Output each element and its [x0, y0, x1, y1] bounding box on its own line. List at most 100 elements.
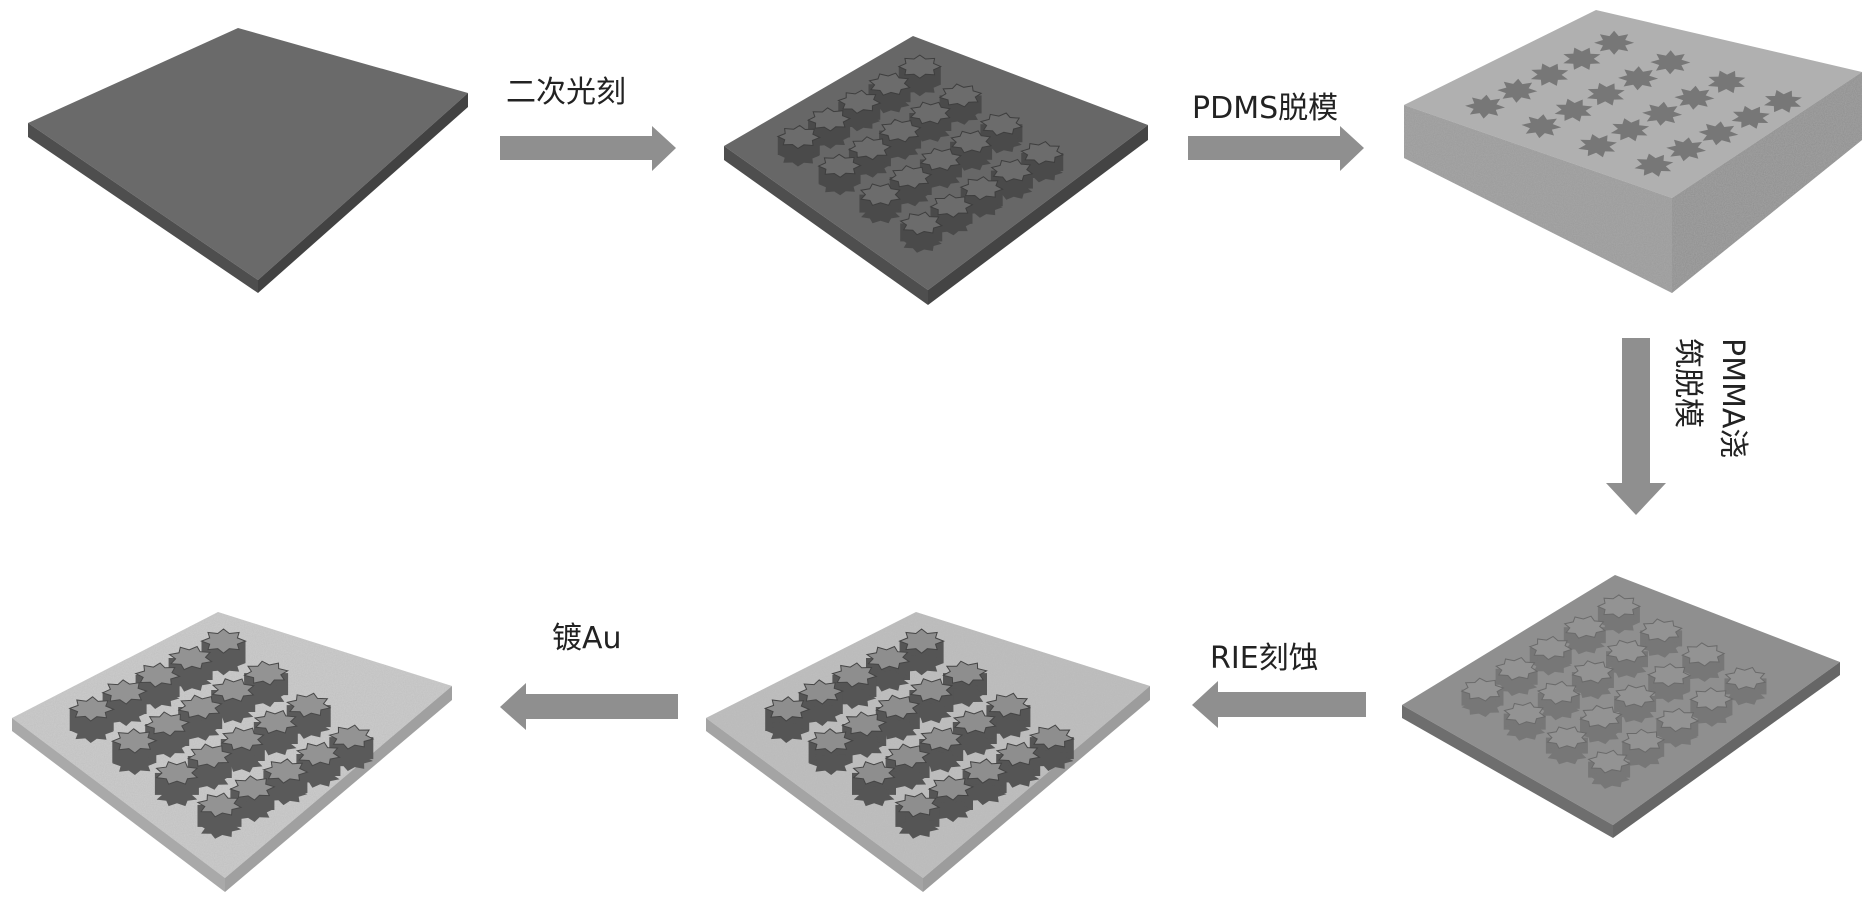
star-hole [1587, 82, 1625, 106]
post-top [229, 775, 276, 801]
post-base [297, 764, 340, 788]
post-base [1529, 652, 1572, 676]
star-hole [1674, 85, 1715, 110]
post-top [177, 694, 223, 720]
post-top [985, 692, 1032, 718]
post-top [979, 112, 1023, 137]
label-rie-etching: RIE刻蚀 [1210, 641, 1319, 676]
post-top [101, 679, 148, 705]
post-top [929, 193, 974, 218]
star-hole [1650, 50, 1691, 75]
post-base [876, 717, 920, 741]
post-top [806, 107, 852, 132]
post-top [1528, 635, 1573, 661]
pmma-replica-illustration [1402, 575, 1840, 838]
post-base [842, 734, 886, 758]
post-top [919, 147, 962, 171]
star-hole [1594, 30, 1635, 55]
star-hole [1497, 78, 1538, 103]
post-base [886, 766, 930, 790]
post-base [145, 734, 189, 758]
label-pdms-demold: PDMS脱模 [1192, 91, 1338, 126]
post-base [188, 766, 232, 790]
post-top [817, 153, 862, 178]
post-top [1681, 642, 1726, 667]
post-top [186, 743, 233, 769]
post-top [285, 692, 332, 718]
star-hole [1666, 137, 1706, 162]
post-base [1461, 694, 1504, 717]
star-hole [1618, 66, 1659, 91]
post-top [1563, 615, 1606, 639]
post-top [1503, 701, 1547, 726]
post-base [178, 717, 222, 741]
star-hole [1698, 121, 1739, 146]
post-top [1646, 663, 1692, 688]
post-top [168, 645, 213, 671]
post-top [888, 165, 933, 189]
post-top [110, 728, 158, 754]
post-base [1030, 747, 1074, 771]
star-hole [1707, 70, 1746, 94]
post-top [1689, 687, 1734, 712]
post-base [329, 747, 373, 771]
post-top [144, 711, 191, 737]
post-base [255, 732, 297, 756]
post-base [1725, 683, 1766, 706]
post-base [112, 750, 157, 775]
post-base [895, 815, 939, 839]
post-base [910, 700, 952, 724]
patterned-mold-illustration [724, 36, 1148, 305]
post-top [898, 628, 945, 654]
post-base [1588, 766, 1630, 789]
post-base [818, 172, 861, 196]
post-top [1606, 639, 1648, 663]
star-hole [1731, 105, 1770, 129]
post-top [859, 183, 901, 206]
post-top [894, 792, 941, 818]
star-hole [1554, 98, 1593, 122]
post-base [1580, 721, 1622, 745]
post-top [1546, 726, 1588, 749]
post-top [868, 72, 911, 96]
post-top [68, 696, 116, 722]
plain-substrate-illustration [28, 28, 468, 293]
arrow-lithography [500, 126, 676, 171]
arrow-pdms-demold [1188, 126, 1364, 171]
post-base [1547, 742, 1587, 765]
post-base [1615, 701, 1655, 723]
post-base [212, 700, 254, 724]
star-hole [1465, 94, 1505, 119]
post-top [328, 724, 375, 750]
post-base [997, 764, 1040, 788]
star-hole [1563, 47, 1601, 70]
post-top [1460, 677, 1505, 702]
star-hole [1578, 134, 1617, 158]
post-base [1622, 745, 1665, 769]
post-top [837, 89, 882, 114]
star-hole [1530, 63, 1569, 86]
post-top [847, 136, 892, 161]
star-hole [1642, 101, 1683, 126]
post-top [865, 645, 911, 671]
post-top [155, 761, 199, 785]
arrow-rie-etching [1192, 681, 1366, 728]
post-top [950, 130, 992, 154]
post-base [1597, 610, 1640, 634]
post-top [262, 758, 309, 784]
star-hole [1521, 114, 1562, 139]
post-top [952, 709, 997, 735]
post-top [897, 54, 943, 79]
post-top [1028, 724, 1075, 750]
post-top [211, 678, 255, 702]
label-au-coating: 镀Au [552, 621, 622, 656]
post-top [1579, 704, 1623, 729]
post-top [1655, 707, 1700, 733]
post-top [909, 678, 954, 702]
post-top [1571, 660, 1615, 684]
post-top [938, 83, 983, 108]
post-top [990, 158, 1034, 183]
post-top [1639, 618, 1683, 643]
post-base [287, 715, 331, 739]
